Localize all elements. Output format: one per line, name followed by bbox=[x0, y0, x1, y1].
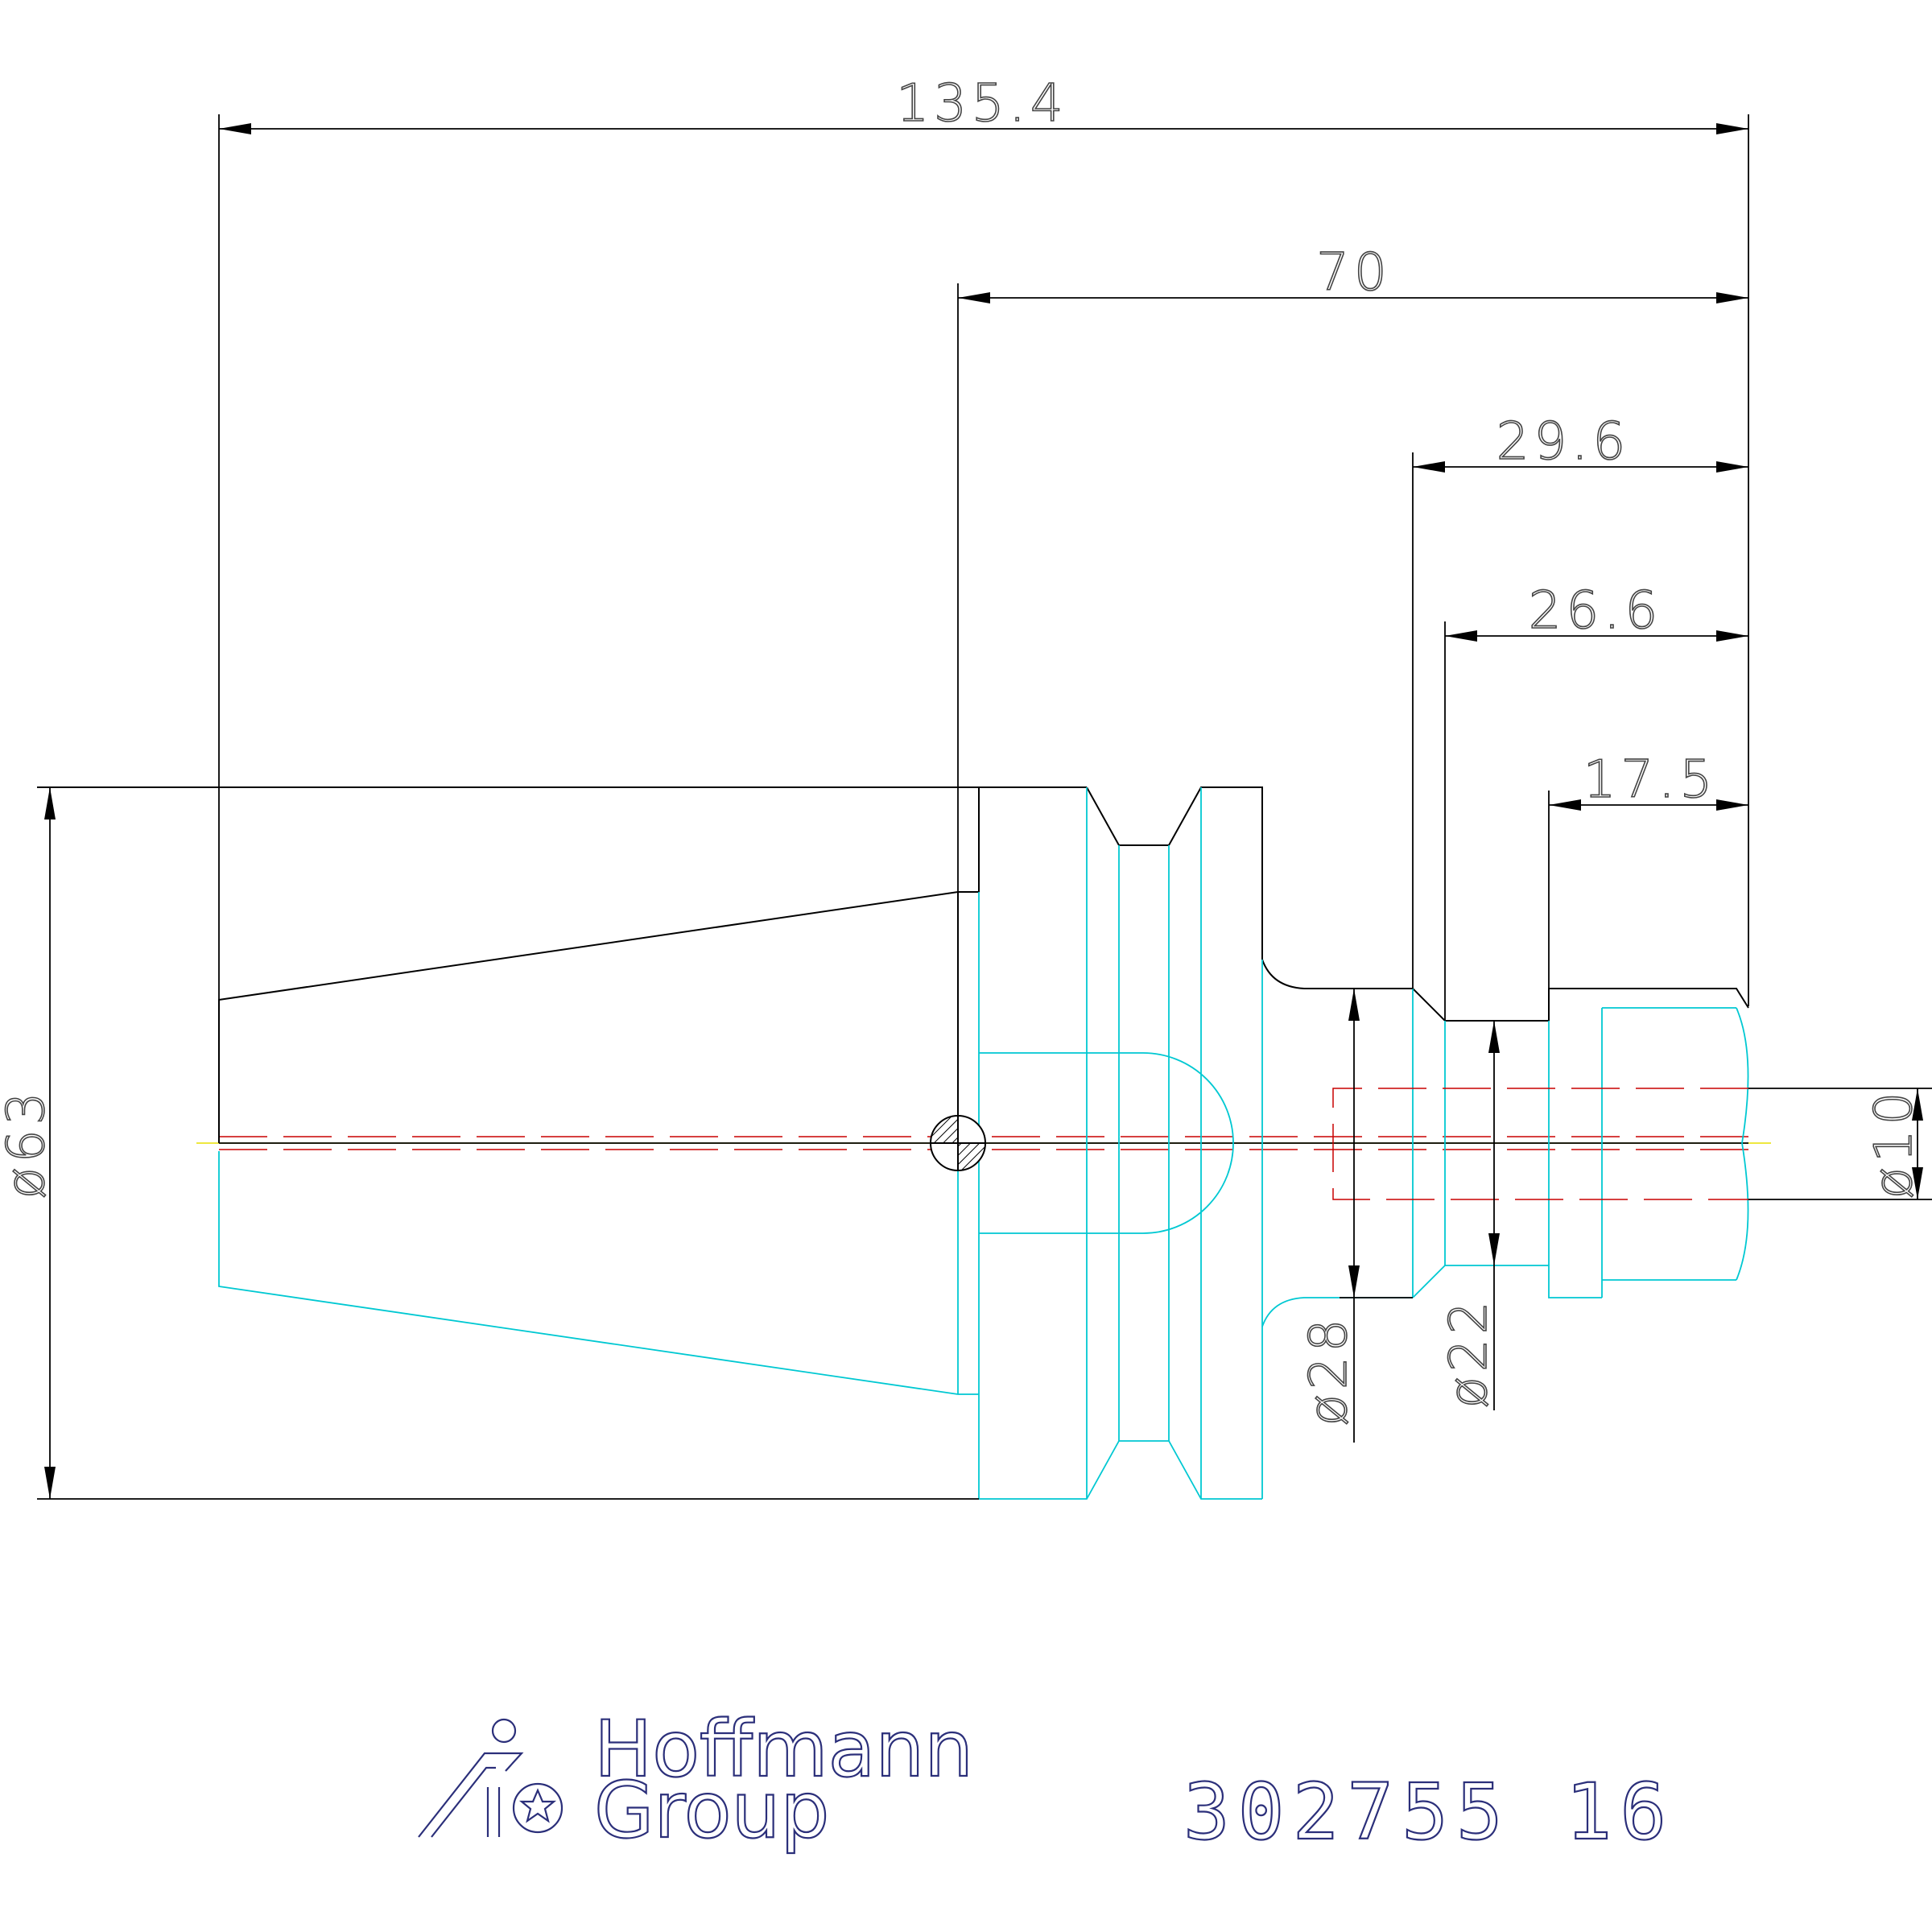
inner-bore bbox=[1332, 1088, 1748, 1200]
dim-overall-length: 135.4 bbox=[896, 74, 1067, 134]
upper-outline bbox=[37, 786, 1749, 1143]
dim-dia-22: ø22 bbox=[1439, 1297, 1499, 1409]
logo-line2: Group bbox=[594, 1765, 829, 1856]
dim-dia-63: ø63 bbox=[0, 1088, 56, 1199]
dim-29-6: 29.6 bbox=[1496, 412, 1631, 472]
dim-dia-10: ø10 bbox=[1864, 1088, 1924, 1199]
logo-line1: Hoffmann bbox=[594, 1704, 973, 1794]
gauge-line-symbol bbox=[930, 1115, 986, 1171]
dim-26-6: 26.6 bbox=[1529, 581, 1663, 641]
dim-dia-28: ø28 bbox=[1299, 1315, 1359, 1426]
hoffmann-group-logo bbox=[418, 1718, 564, 1838]
part-number: 302755 16 bbox=[1183, 1767, 1674, 1857]
dim-gauge-length: 70 bbox=[1316, 243, 1391, 303]
dim-17-5: 17.5 bbox=[1583, 750, 1718, 810]
star-icon bbox=[512, 1782, 564, 1834]
section-lines bbox=[218, 787, 1749, 1500]
dimension-lines bbox=[37, 114, 1932, 1500]
